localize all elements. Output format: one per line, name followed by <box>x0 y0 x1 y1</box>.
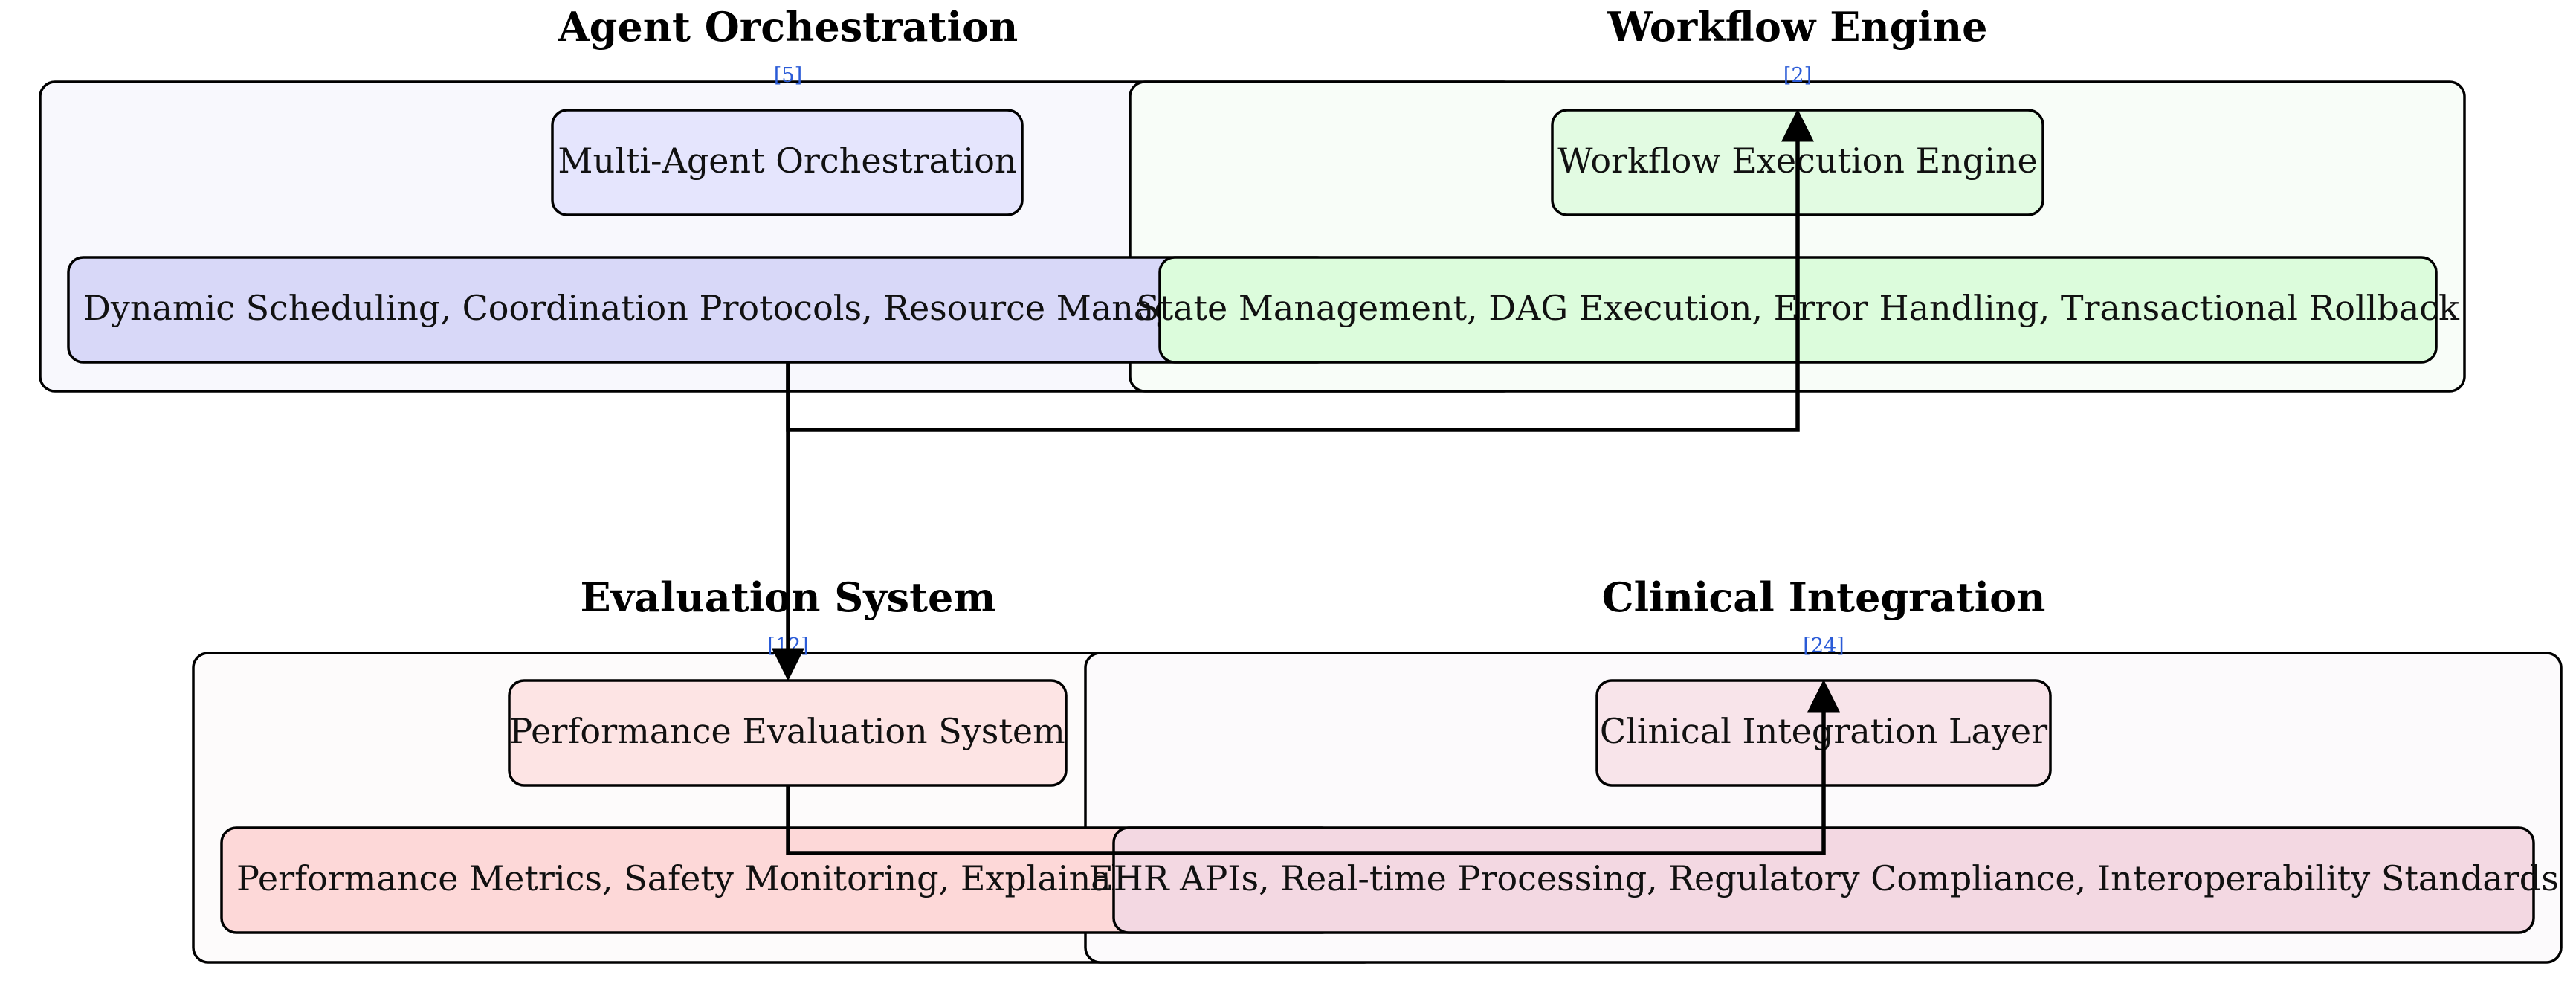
group-cite-clinical-integration: [24] <box>1803 634 1844 657</box>
edge-evaluation-to-clinical <box>786 679 1840 855</box>
group-title-agent-orchestration: Agent Orchestration <box>558 3 1019 51</box>
node-label-evaluation-details: Performance Metrics, Safety Monitoring, … <box>236 858 1199 898</box>
node-label-agent-details: Dynamic Scheduling, Coordination Protoco… <box>83 288 1285 328</box>
group-cite-agent-orchestration: [5] <box>774 64 802 87</box>
node-label-clinical-details: EHR APIs, Real-time Processing, Regulato… <box>1088 858 2559 898</box>
node-multi-agent-orchestration <box>551 109 1024 216</box>
group-title-workflow-engine: Workflow Engine <box>1607 3 1988 51</box>
group-cite-workflow-engine: [2] <box>1783 64 1812 87</box>
node-label-performance-evaluation-system: Performance Evaluation System <box>509 711 1065 751</box>
node-label-multi-agent-orchestration: Multi-Agent Orchestration <box>558 141 1016 181</box>
group-title-clinical-integration: Clinical Integration <box>1602 573 2046 621</box>
